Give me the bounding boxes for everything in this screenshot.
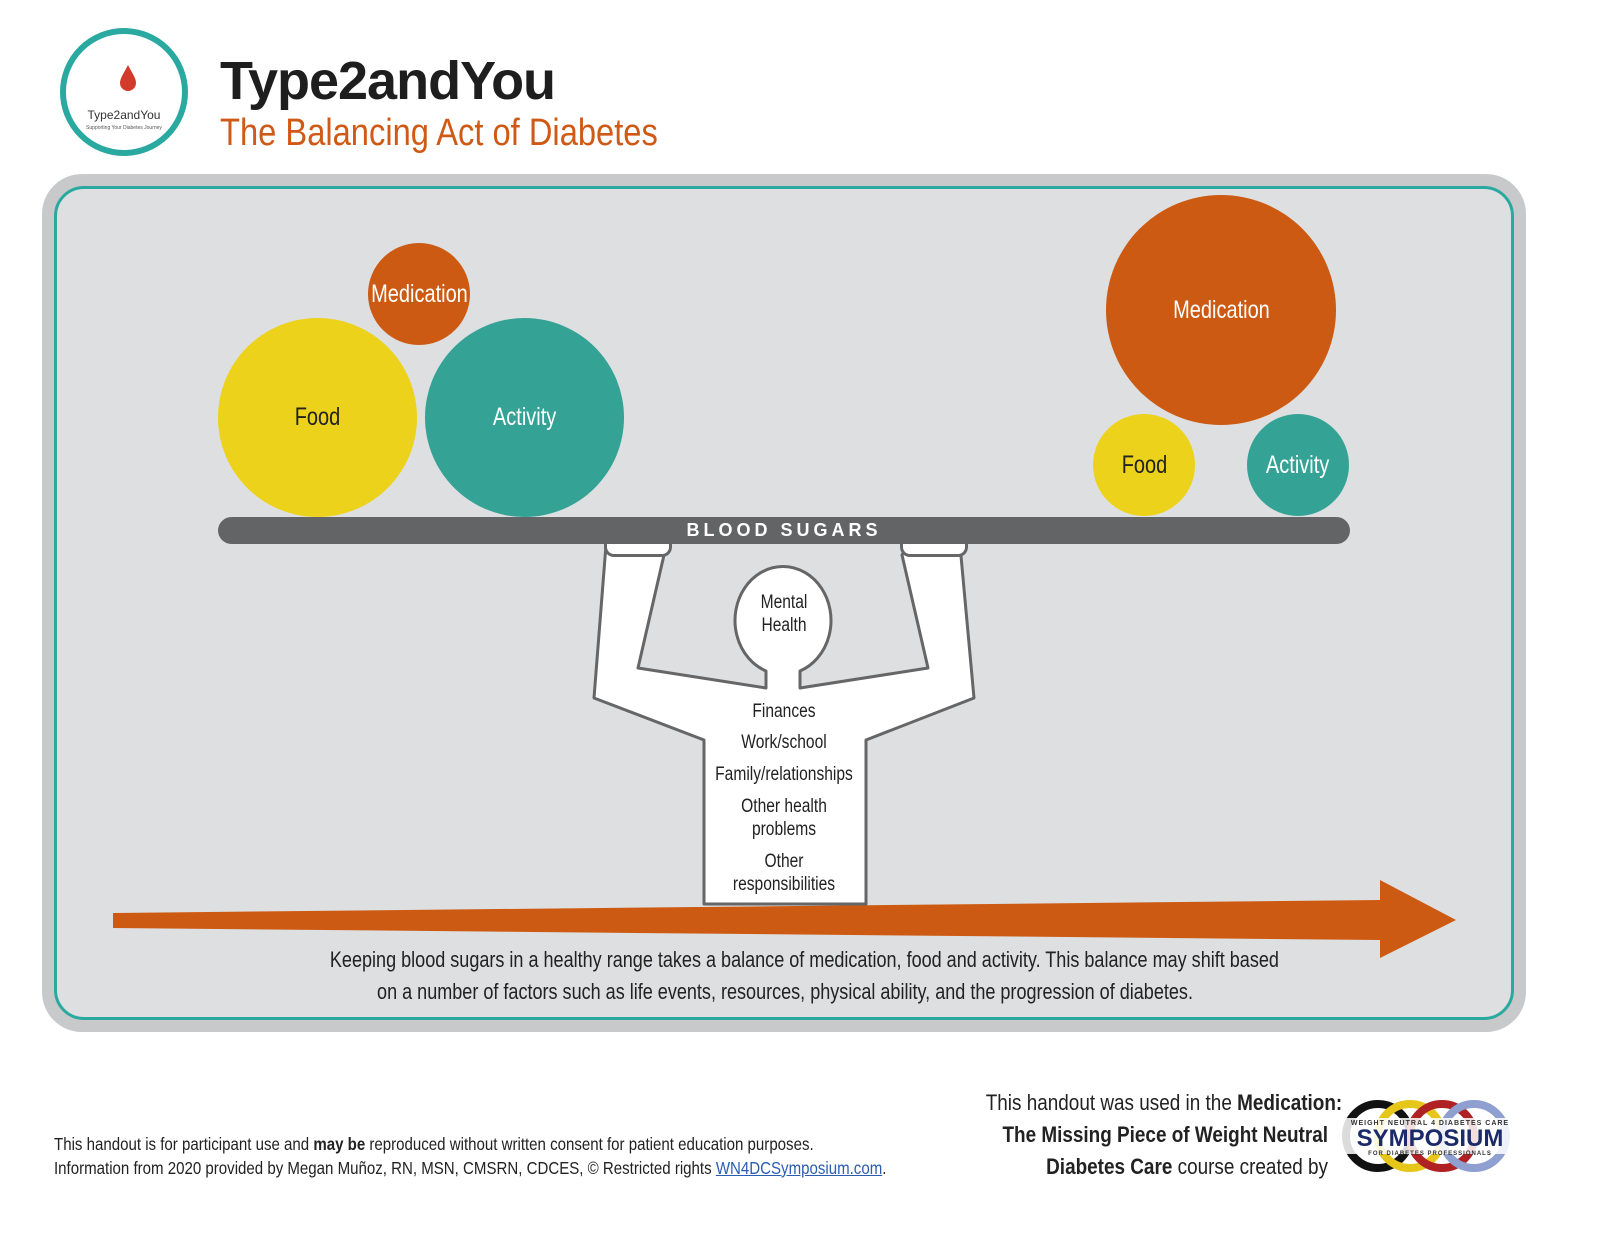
symposium-link[interactable]: WN4DCSymposium.com [715,1158,883,1178]
left-activity-label: Activity [492,403,557,431]
footer-line1-bold: may be [313,1134,366,1154]
credit-line-2: The Missing Piece of Weight Neutral [986,1119,1328,1151]
logo-tagline: Supporting Your Diabetes Journey [86,125,162,131]
right-food-label: Food [1121,450,1167,479]
caption-line-2: on a number of factors such as life even… [377,979,1193,1004]
symposium-top-text: WEIGHT NEUTRAL 4 DIABETES CARE [1351,1120,1509,1127]
diagram-caption: Keeping blood sugars in a healthy range … [230,944,1340,1008]
body-item-work-school: Work/school [741,732,827,753]
credit-line3-bold: Diabetes Care [1046,1154,1173,1179]
symposium-main-text: SYMPOSIUM [1357,1125,1504,1152]
credit-line-1: This handout was used in the Medication: [985,1087,1342,1119]
page-subtitle: The Balancing Act of Diabetes [220,112,658,154]
person-figure [592,543,976,906]
footer-line1-post: reproduced without written consent for p… [365,1134,814,1154]
footer-line2-text: Information from 2020 provided by Megan … [54,1158,716,1178]
footer-course-credit: This handout was used in the Medication:… [930,1087,1342,1183]
head-label-line1: Mental [760,592,808,613]
progression-arrow [113,880,1456,958]
footer-link-period: . [882,1158,887,1178]
left-food-circle: Food [218,318,417,517]
blood-drop-icon [120,65,136,91]
footer-disclaimer: This handout is for participant use and … [54,1132,886,1180]
credit-line1-pre: This handout was used in the [985,1090,1238,1115]
credit-line1-bold: Medication: [1237,1090,1343,1115]
blood-sugars-bar: BLOOD SUGARS [218,517,1350,544]
head-label: Mental Health [686,591,883,637]
body-item-other-responsibilities: Other responsibilities [732,851,836,895]
credit-line3-post: course created by [1172,1154,1328,1179]
credit-line-3: Diabetes Care course created by [986,1151,1328,1183]
bar-hand-left [604,540,672,557]
left-medication-label: Medication [370,279,468,308]
page-title: Type2andYou [220,51,556,111]
left-medication-circle: Medication [368,243,470,345]
body-item-finances: Finances [752,701,816,722]
symposium-logo: WEIGHT NEUTRAL 4 DIABETES CARE SYMPOSIUM… [1342,1100,1518,1172]
head-label-line2: Health [761,615,807,636]
body-item-other-health: Other health problems [741,796,827,840]
footer-line-2: Information from 2020 provided by Megan … [54,1156,886,1180]
type2andyou-logo: Type2andYou Supporting Your Diabetes Jou… [60,28,188,156]
symposium-bottom-text: FOR DIABETES PROFESSIONALS [1368,1151,1492,1157]
logo-name: Type2andYou [87,108,161,122]
right-activity-label: Activity [1266,450,1330,479]
left-food-label: Food [294,403,341,431]
right-food-circle: Food [1093,414,1195,516]
right-medication-circle: Medication [1106,195,1336,425]
left-activity-circle: Activity [425,318,624,517]
body-item-family-relationships: Family/relationships [715,764,853,785]
footer-line1-pre: This handout is for participant use and [54,1134,314,1154]
bar-hand-right [900,540,968,557]
footer-line-1: This handout is for participant use and … [54,1132,886,1156]
right-activity-circle: Activity [1247,414,1349,516]
credit-line2-bold: The Missing Piece of Weight Neutral [1002,1122,1328,1147]
right-medication-label: Medication [1172,295,1270,324]
caption-line-1: Keeping blood sugars in a healthy range … [329,947,1279,972]
